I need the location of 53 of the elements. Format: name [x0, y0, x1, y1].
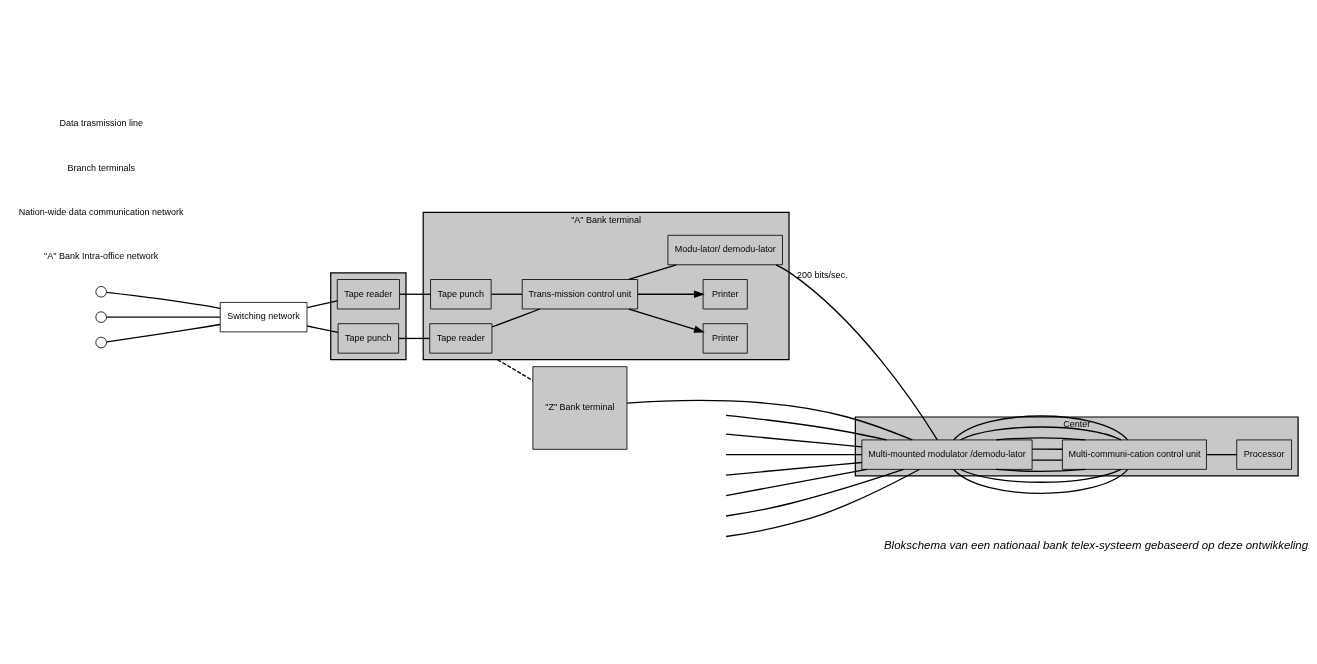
connector — [725, 468, 868, 496]
node-box: Tape reader — [429, 322, 493, 354]
connector — [628, 263, 677, 280]
cluster — [330, 271, 407, 360]
node-box: Processor — [1236, 439, 1292, 470]
node-box: Multi-mounted modulator /demodu-lator — [861, 439, 1033, 470]
node-box: Printer — [702, 278, 748, 309]
label: Branch terminals — [67, 161, 135, 172]
connector — [306, 299, 338, 308]
node-box: Printer — [702, 322, 748, 354]
connector — [491, 307, 541, 328]
connector — [725, 453, 863, 455]
connector — [490, 293, 523, 295]
connector — [1031, 458, 1063, 461]
connector — [496, 358, 534, 381]
label: "A" Bank Intra-office network — [44, 250, 159, 261]
connector — [725, 414, 888, 441]
node-circle — [95, 336, 107, 348]
connector — [995, 436, 1086, 441]
connector — [306, 324, 339, 333]
connector — [106, 291, 221, 309]
label: Nation-wide data communication network — [18, 206, 184, 217]
connector — [725, 461, 863, 476]
connector — [398, 337, 431, 339]
node-circle — [95, 285, 107, 297]
connector — [725, 433, 863, 447]
connector — [1031, 447, 1063, 450]
connector — [626, 399, 913, 441]
connector — [959, 425, 1122, 441]
connector — [725, 468, 920, 537]
node-box: Modu-lator/ demodu-lator — [667, 234, 783, 265]
arrow — [637, 289, 705, 298]
connector — [953, 468, 1129, 494]
connector — [725, 468, 905, 517]
connector — [953, 414, 1129, 440]
node-box: Tape punch — [430, 278, 492, 309]
node-box: Multi-communi-cation control unit — [1062, 439, 1207, 470]
node-box: Tape punch — [337, 322, 400, 354]
connector — [995, 468, 1086, 472]
node-box: Trans-mission control unit — [521, 278, 639, 309]
connector — [106, 323, 221, 342]
node-circle — [95, 310, 107, 323]
connector — [105, 316, 221, 318]
connector — [1206, 453, 1238, 455]
connector — [399, 293, 432, 295]
connector — [959, 468, 1122, 483]
node-box: "Z" Bank terminal — [532, 365, 628, 450]
node-box: Tape reader — [336, 278, 400, 309]
label: Data trasmission line — [59, 117, 143, 128]
arrow — [628, 307, 705, 333]
edge-label: 200 bits/sec. — [796, 269, 848, 280]
connector — [775, 263, 938, 440]
node-box: Switching network — [219, 301, 308, 332]
